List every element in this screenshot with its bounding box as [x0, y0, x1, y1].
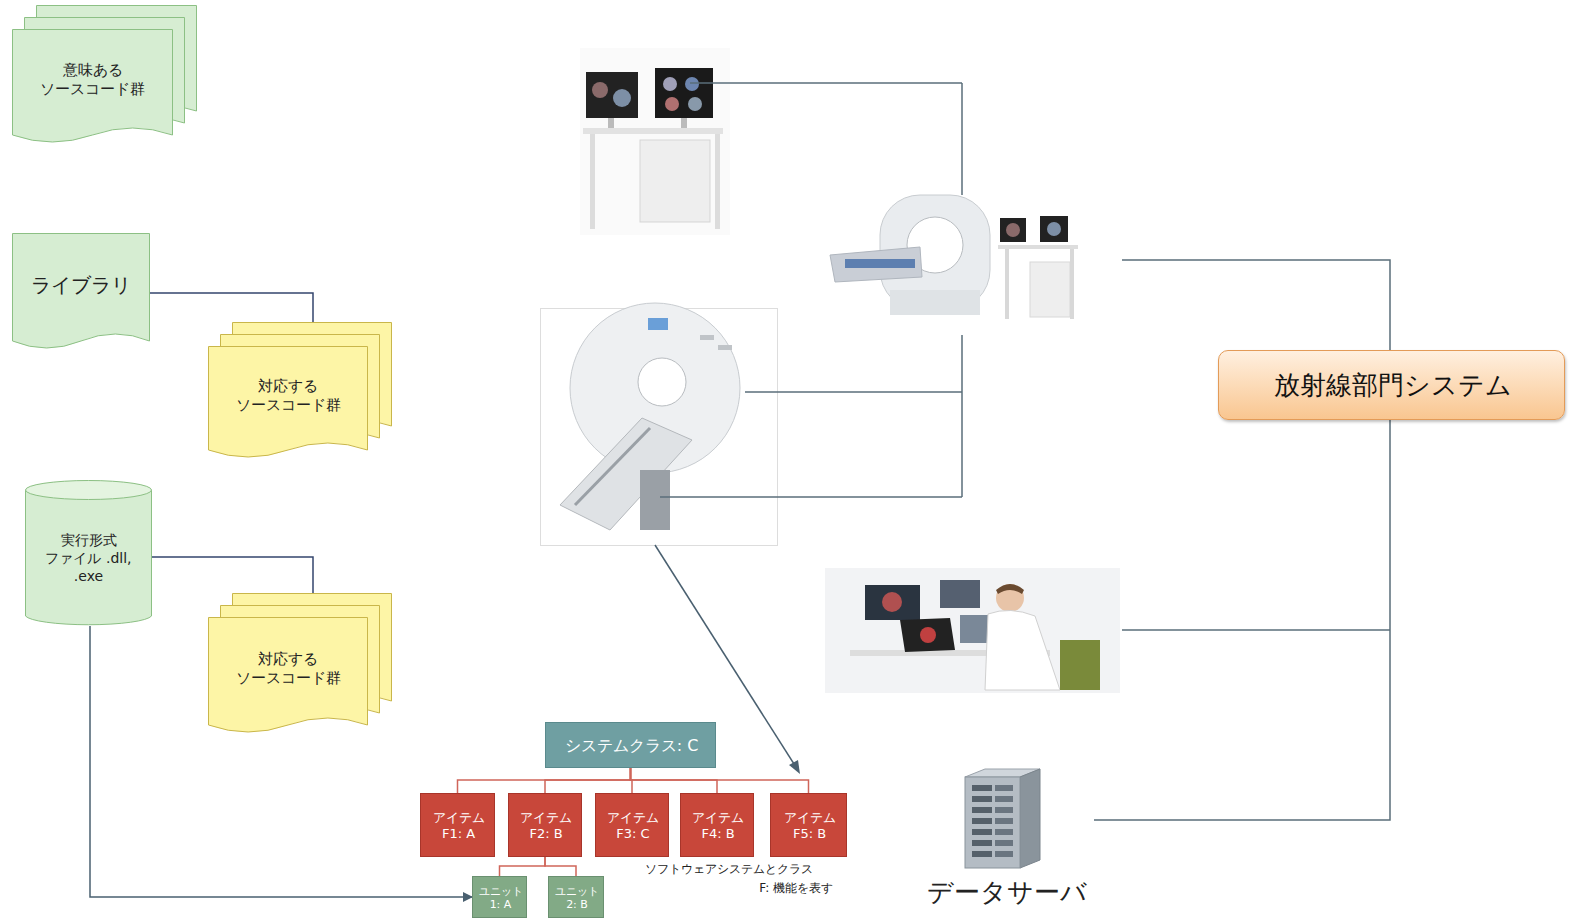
wire [745, 391, 962, 393]
node-text: データサーバ [927, 876, 1087, 910]
connector [631, 768, 809, 793]
unit-box: ユニット 2: B [548, 876, 604, 918]
server-icon: データサーバ [920, 765, 1094, 915]
text-holder: ライブラリ [12, 233, 150, 337]
note-label: ソフトウェアシステムとクラス [645, 861, 813, 878]
node-text: アイテム F1: A [424, 810, 493, 841]
unit-box: ユニット 1: A [472, 876, 527, 918]
note-label: F: 機能を表す [690, 880, 833, 897]
node-text: ユニット 2: B [552, 885, 602, 911]
node-text: アイテム F2: B [512, 810, 580, 841]
text-holder: アイテム F4: B [681, 794, 755, 858]
wire [961, 335, 963, 497]
viewer-person [825, 568, 1120, 693]
connector [545, 857, 576, 876]
item-box: アイテム F4: B [680, 793, 754, 857]
item-box: アイテム F1: A [420, 793, 495, 857]
text-holder: データサーバ [920, 871, 1094, 915]
drive-slot [972, 818, 992, 824]
file-cylinder: 実行形式 ファイル .dll, .exe [25, 480, 152, 626]
drive-slot [995, 818, 1013, 824]
node-text: 実行形式 ファイル .dll, .exe [35, 531, 142, 586]
drive-slot [972, 851, 992, 857]
node-text: ユニット 1: A [476, 885, 525, 911]
connector [1094, 420, 1390, 820]
wire [961, 83, 963, 195]
drive-slot [995, 851, 1013, 857]
class-box: システムクラス: C [545, 722, 716, 768]
text-holder: 対応する ソースコード群 [208, 617, 368, 721]
drive-slot [995, 840, 1013, 846]
document-page [209, 347, 368, 458]
node-text: 対応する ソースコード群 [214, 650, 362, 689]
node-text: ライブラリ [31, 272, 131, 298]
drive-slot [995, 829, 1013, 835]
drive-slot [972, 796, 992, 802]
text-holder: アイテム F1: A [421, 794, 496, 858]
drive-slot [995, 807, 1013, 813]
node-text: アイテム F4: B [684, 810, 752, 841]
wire [1122, 260, 1390, 350]
document-shape: ライブラリ [12, 233, 150, 351]
document-stack: 意味ある ソースコード群 [12, 5, 197, 145]
text-holder: 放射線部門システム [1219, 351, 1566, 421]
document-stack: 対応する ソースコード群 [208, 593, 392, 735]
workstation-top [580, 48, 730, 235]
wire [660, 496, 962, 498]
document-page [13, 234, 150, 349]
text-holder: システムクラス: C [546, 723, 717, 769]
cylinder-top [26, 481, 152, 500]
item-box: アイテム F5: B [770, 793, 847, 857]
drive-slot [972, 785, 992, 791]
document-stack: 対応する ソースコード群 [208, 322, 392, 460]
text-holder: アイテム F3: C [596, 794, 670, 858]
drive-slot [995, 785, 1013, 791]
server-front [965, 777, 1020, 868]
drive-slot [972, 829, 992, 835]
text-holder: 実行形式 ファイル .dll, .exe [29, 500, 148, 616]
text-holder: アイテム F2: B [509, 794, 583, 858]
cylinder-body [26, 481, 152, 624]
text-holder: ユニット 1: A [473, 877, 528, 919]
ct-gantry [541, 303, 778, 546]
text-holder: ユニット 2: B [549, 877, 605, 919]
connector [500, 857, 546, 876]
wire [1122, 629, 1390, 631]
text-holder: アイテム F5: B [771, 794, 848, 858]
node-text: 意味ある ソースコード群 [18, 61, 167, 100]
document-page [209, 618, 368, 733]
item-box: アイテム F2: B [508, 793, 582, 857]
text-holder: 対応する ソースコード群 [208, 346, 368, 446]
system-box: 放射線部門システム [1218, 350, 1565, 420]
node-text: システムクラス: C [565, 736, 699, 757]
connector [152, 557, 313, 593]
node-text: 放射線部門システム [1274, 369, 1512, 403]
drive-slot [972, 807, 992, 813]
connector [90, 626, 472, 897]
connector [545, 768, 631, 793]
arrow-head [789, 760, 800, 774]
connector [458, 768, 631, 793]
node-text: 対応する ソースコード群 [214, 377, 362, 416]
connector [150, 293, 313, 322]
item-box: アイテム F3: C [595, 793, 669, 857]
server-side [1020, 769, 1040, 868]
text-holder: 意味ある ソースコード群 [12, 29, 173, 131]
node-text: アイテム F5: B [774, 810, 845, 841]
wire [690, 82, 962, 84]
node-text: アイテム F3: C [599, 810, 667, 841]
document-page [13, 30, 173, 143]
drive-slot [995, 796, 1013, 802]
drive-slot [972, 840, 992, 846]
ct-scanner [830, 195, 1078, 319]
